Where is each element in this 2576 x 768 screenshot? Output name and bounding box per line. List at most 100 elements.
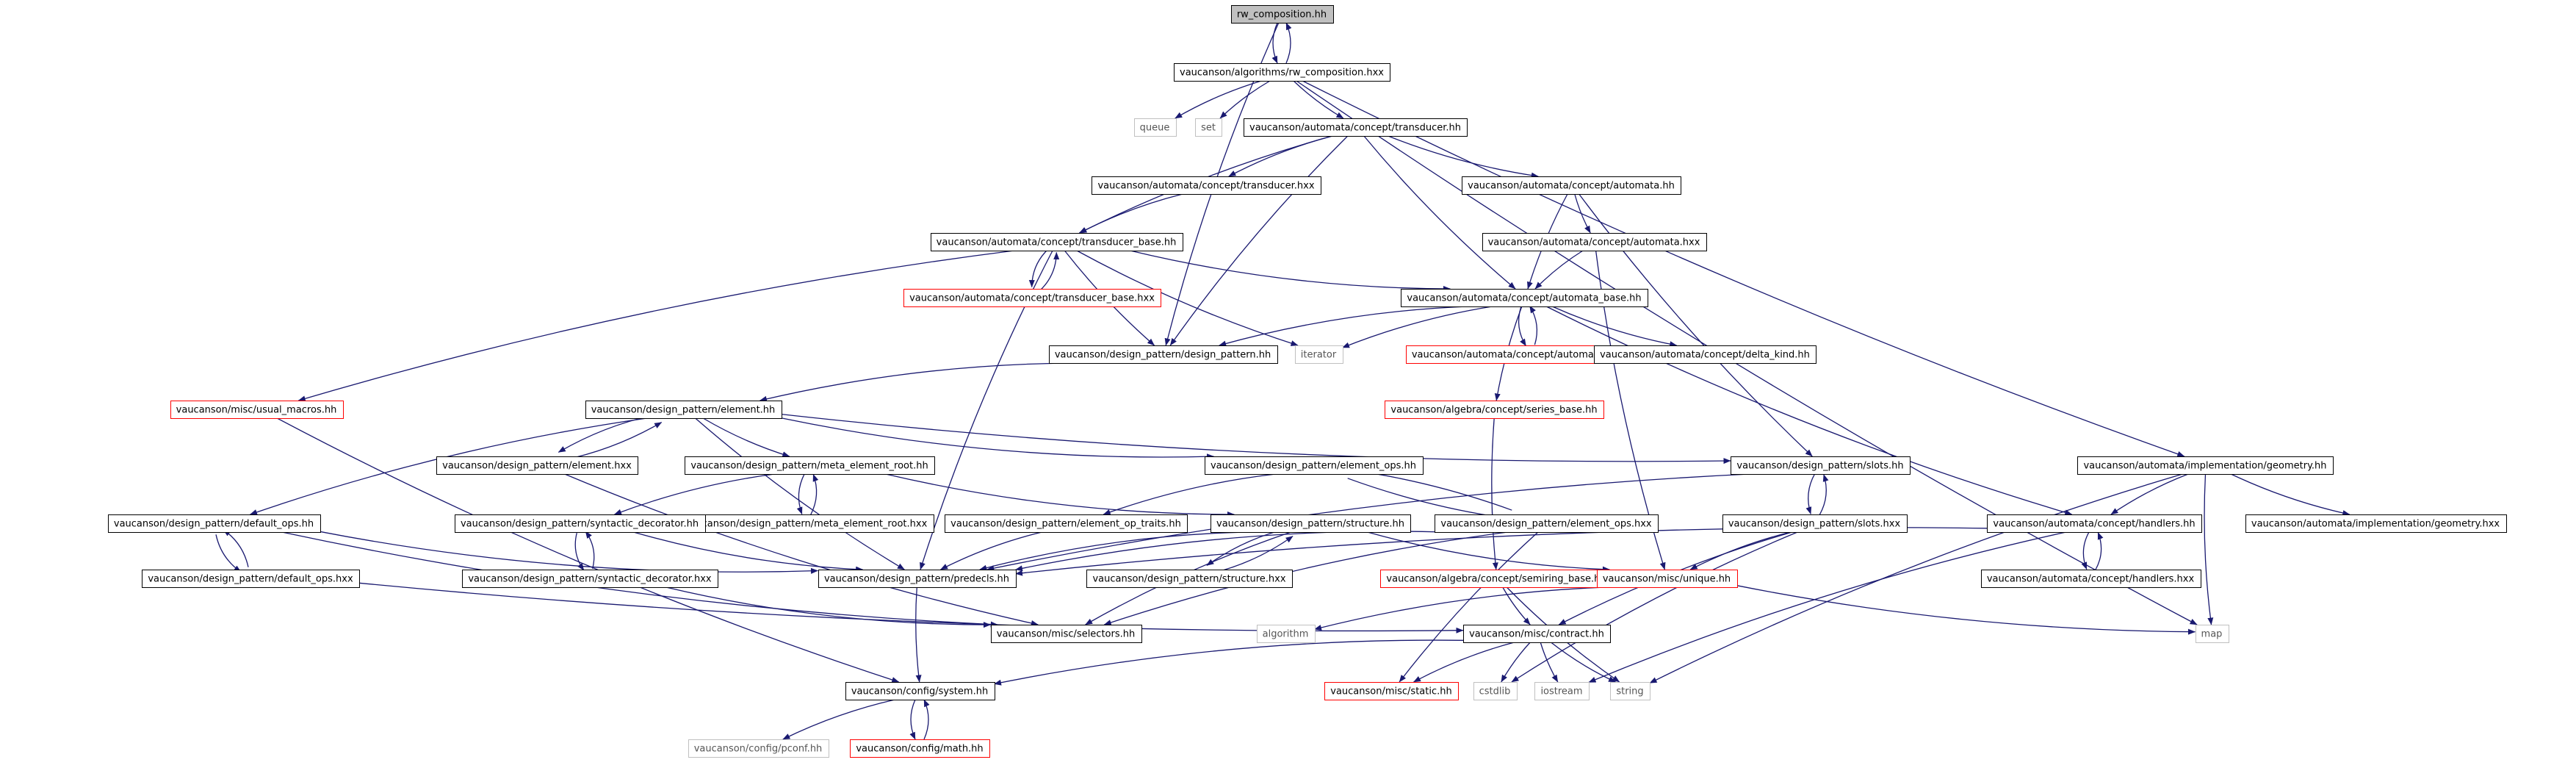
edge-system-to-pconf [782, 699, 895, 740]
node-label: vaucanson/automata/concept/transducer.hh [1249, 123, 1461, 134]
edge-dops-hxx-to-dops-hh [223, 529, 249, 567]
node-box [1731, 456, 1911, 475]
node-label: algorithm [1263, 629, 1309, 640]
node-algorithm[interactable]: algorithm [1257, 625, 1316, 643]
node-cstdlib[interactable]: cstdlib [1473, 682, 1518, 700]
node-dops-hxx[interactable]: vaucanson/design_pattern/default_ops.hxx [142, 570, 360, 588]
edge-eops-hxx-to-selectors [1103, 531, 1508, 625]
edge-mer-hh-to-struct-hh [885, 473, 1235, 517]
edge-contract-to-cstdlib [1501, 642, 1531, 683]
edge-rwhxx-to-root [1285, 22, 1292, 64]
edge-handlers-hh-to-handlers-hxx [2081, 531, 2090, 570]
node-handlers-hxx[interactable]: vaucanson/automata/concept/handlers.hxx [1981, 570, 2201, 588]
node-label: vaucanson/automata/implementation/geomet… [2251, 519, 2500, 530]
node-iterator[interactable]: iterator [1295, 345, 1343, 364]
node-box [850, 739, 990, 758]
node-unique[interactable]: vaucanson/misc/unique.hh [1597, 570, 1738, 588]
node-slots-hxx[interactable]: vaucanson/design_pattern/slots.hxx [1722, 514, 1908, 533]
node-math[interactable]: vaucanson/config/math.hh [850, 739, 990, 758]
node-slots-hh[interactable]: vaucanson/design_pattern/slots.hh [1731, 456, 1911, 475]
node-box [1482, 233, 1707, 251]
node-box [1722, 514, 1908, 533]
node-handlers-hh[interactable]: vaucanson/automata/concept/handlers.hh [1987, 514, 2202, 533]
node-label: vaucanson/design_pattern/syntactic_decor… [468, 574, 712, 585]
node-eops-hxx[interactable]: vaucanson/design_pattern/element_ops.hxx [1435, 514, 1659, 533]
node-trans-hh[interactable]: vaucanson/automata/concept/transducer.hh [1244, 118, 1468, 137]
node-selectors[interactable]: vaucanson/misc/selectors.hh [991, 625, 1142, 643]
node-label: vaucanson/config/pconf.hh [694, 744, 823, 755]
node-mer-hxx[interactable]: vaucanson/design_pattern/meta_element_ro… [679, 514, 934, 533]
node-set[interactable]: set [1195, 118, 1222, 137]
node-usual[interactable]: vaucanson/misc/usual_macros.hh [170, 401, 344, 419]
edge-abase-hh-to-dp-hh [1219, 306, 1468, 347]
node-rwhxx[interactable]: vaucanson/algorithms/rw_composition.hxx [1174, 63, 1390, 82]
node-static[interactable]: vaucanson/misc/static.hh [1324, 682, 1459, 700]
node-pconf[interactable]: vaucanson/config/pconf.hh [688, 739, 829, 758]
node-mer-hh[interactable]: vaucanson/design_pattern/meta_element_ro… [685, 456, 935, 475]
edge-elem-hh-to-predecls [695, 417, 905, 570]
node-series[interactable]: vaucanson/algebra/concept/series_base.hh [1385, 401, 1604, 419]
node-label: vaucanson/design_pattern/element_op_trai… [950, 519, 1181, 530]
node-geom-hxx[interactable]: vaucanson/automata/implementation/geomet… [2245, 514, 2507, 533]
edge-contract-to-system [994, 639, 1464, 686]
node-synt-hxx[interactable]: vaucanson/design_pattern/syntactic_decor… [462, 570, 718, 588]
node-string[interactable]: string [1610, 682, 1650, 700]
node-label: rw_composition.hh [1237, 10, 1327, 21]
node-synt-hh[interactable]: vaucanson/design_pattern/syntactic_decor… [455, 514, 706, 533]
node-system[interactable]: vaucanson/config/system.hh [845, 682, 995, 700]
node-label: vaucanson/design_pattern/design_pattern.… [1055, 350, 1271, 361]
node-box [142, 570, 360, 588]
node-box [1211, 514, 1411, 533]
node-auto-hh[interactable]: vaucanson/automata/concept/automata.hh [1462, 176, 1681, 195]
edge-tbase-hh-to-abase-hh [1130, 250, 1451, 292]
node-semiring[interactable]: vaucanson/algebra/concept/semiring_base.… [1380, 570, 1613, 588]
edge-elem-hh-to-slots-hh [781, 413, 1731, 464]
edge-unique-to-algorithm [1314, 586, 1606, 631]
node-box [1092, 176, 1321, 195]
node-label: vaucanson/misc/static.hh [1330, 686, 1451, 697]
node-box [455, 514, 706, 533]
node-label: vaucanson/misc/unique.hh [1603, 574, 1731, 585]
node-geom-hh[interactable]: vaucanson/automata/implementation/geomet… [2077, 456, 2334, 475]
node-box [1244, 118, 1468, 137]
node-eops-hh[interactable]: vaucanson/design_pattern/element_ops.hh [1205, 456, 1424, 475]
node-box [1134, 118, 1177, 137]
node-dops-hh[interactable]: vaucanson/design_pattern/default_ops.hh [108, 514, 321, 533]
node-label: vaucanson/automata/concept/automata_base… [1412, 350, 1652, 361]
node-root[interactable]: rw_composition.hh [1231, 5, 1334, 24]
node-queue[interactable]: queue [1134, 118, 1177, 137]
node-delta[interactable]: vaucanson/automata/concept/delta_kind.hh [1594, 345, 1816, 364]
node-label: vaucanson/misc/usual_macros.hh [176, 405, 337, 416]
node-struct-hxx[interactable]: vaucanson/design_pattern/structure.hxx [1086, 570, 1293, 588]
node-eoptr[interactable]: vaucanson/design_pattern/element_op_trai… [945, 514, 1188, 533]
node-tbase-hh[interactable]: vaucanson/automata/concept/transducer_ba… [931, 233, 1183, 251]
edge-elem-hh-to-eops-hh [781, 417, 1214, 460]
node-trans-hxx[interactable]: vaucanson/automata/concept/transducer.hx… [1092, 176, 1321, 195]
node-dp-hh[interactable]: vaucanson/design_pattern/design_pattern.… [1049, 345, 1278, 364]
edge-slots-hh-to-predecls [986, 473, 1750, 572]
node-label: queue [1140, 123, 1170, 134]
node-elem-hxx[interactable]: vaucanson/design_pattern/element.hxx [436, 456, 638, 475]
edge-contract-to-string [1551, 642, 1616, 683]
node-auto-hxx[interactable]: vaucanson/automata/concept/automata.hxx [1482, 233, 1707, 251]
node-label: vaucanson/misc/selectors.hh [997, 629, 1135, 640]
node-struct-hh[interactable]: vaucanson/design_pattern/structure.hh [1211, 514, 1411, 533]
node-abase-hh[interactable]: vaucanson/automata/concept/automata_base… [1401, 289, 1648, 307]
node-box [1385, 401, 1604, 419]
node-box [108, 514, 321, 533]
node-box [170, 401, 344, 419]
node-iostream[interactable]: iostream [1534, 682, 1590, 700]
node-box [688, 739, 829, 758]
node-box [685, 456, 935, 475]
node-predecls[interactable]: vaucanson/design_pattern/predecls.hh [818, 570, 1017, 588]
edge-handlers-hh-to-iostream [1588, 531, 2066, 683]
node-contract[interactable]: vaucanson/misc/contract.hh [1463, 625, 1611, 643]
node-map[interactable]: map [2196, 625, 2229, 643]
node-elem-hh[interactable]: vaucanson/design_pattern/element.hh [585, 401, 782, 419]
node-label: map [2201, 629, 2223, 640]
node-label: vaucanson/design_pattern/predecls.hh [824, 574, 1009, 585]
node-tbase-hxx[interactable]: vaucanson/automata/concept/transducer_ba… [903, 289, 1161, 307]
edge-abase-hh-to-delta [1552, 306, 1678, 348]
node-label: vaucanson/automata/concept/transducer_ba… [937, 237, 1177, 248]
edge-abase-hh-to-iterator [1342, 306, 1493, 348]
